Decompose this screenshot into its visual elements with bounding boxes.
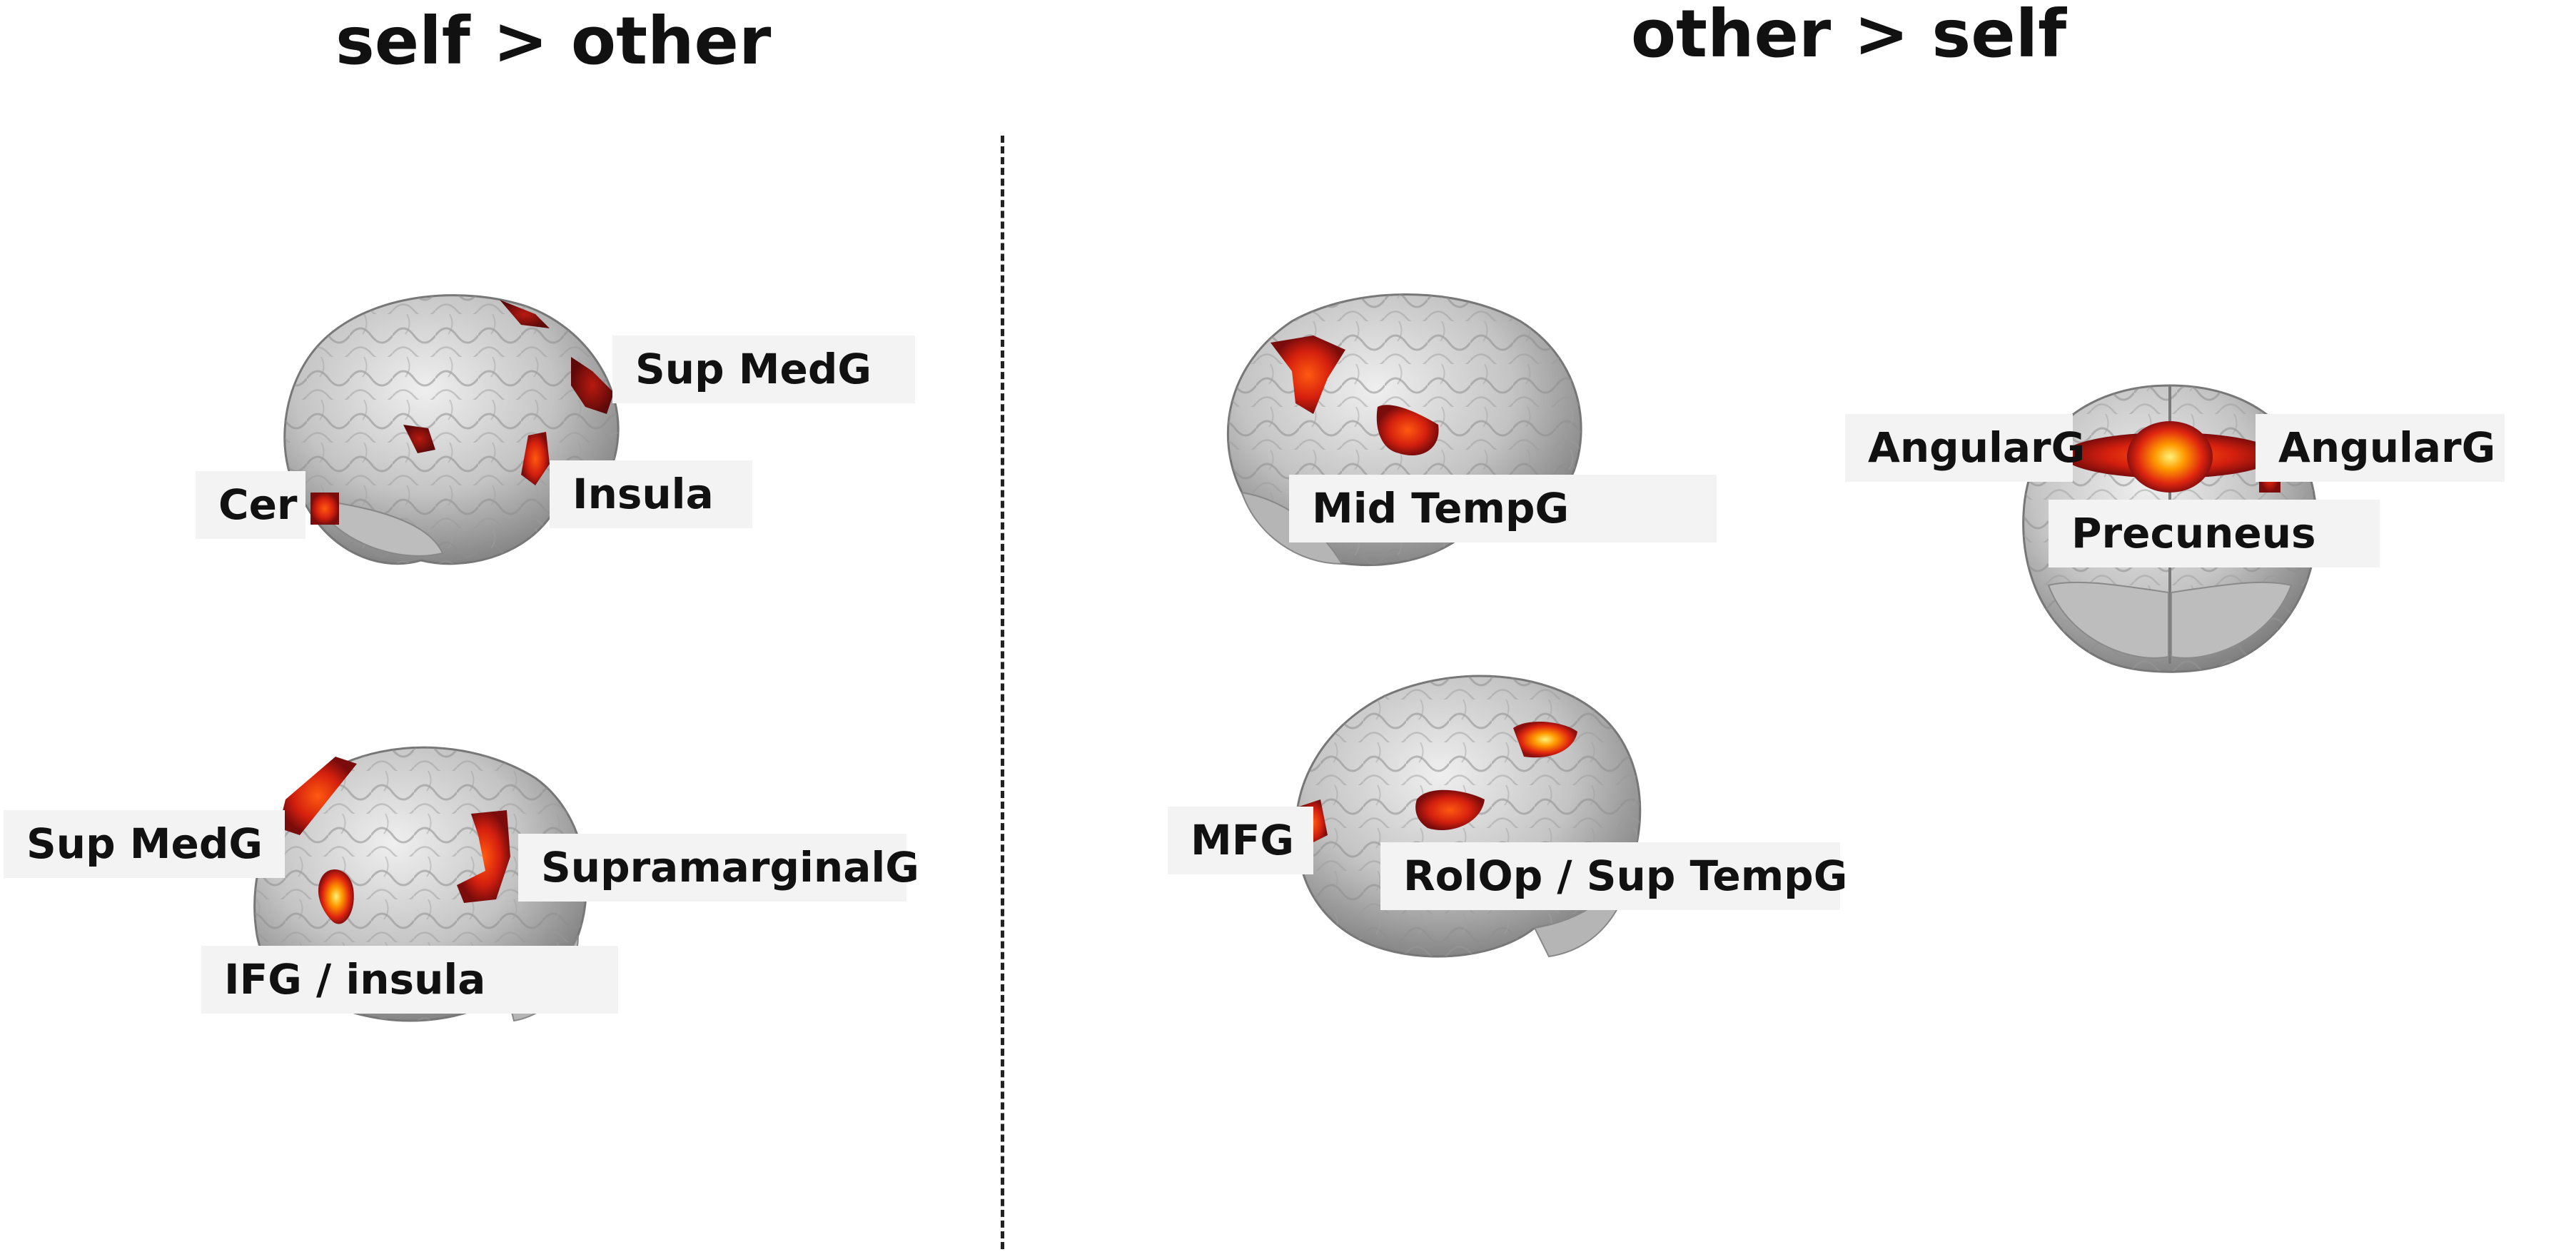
panel-title-other-self: other > self: [1630, 0, 2067, 72]
label-cer: Cer: [196, 471, 305, 539]
label-supramarginalg: SupramarginalG: [518, 834, 919, 902]
label-ifg-insula: IFG / insula: [201, 946, 618, 1014]
label-precuneus: Precuneus: [2049, 500, 2380, 567]
label-angularg-left: AngularG: [1845, 414, 2085, 482]
brain-lateral-left-top: [283, 294, 620, 565]
label-sup-medg-lower: Sup MedG: [4, 810, 285, 878]
label-rolop-sup-tempg: RolOp / Sup TempG: [1380, 842, 1847, 910]
label-sup-medg-upper: Sup MedG: [612, 335, 915, 403]
panel-title-self-other: self > other: [335, 3, 772, 79]
dashed-divider: [1001, 136, 1004, 1249]
label-insula: Insula: [550, 460, 752, 528]
label-angularg-right: AngularG: [2256, 414, 2505, 482]
label-mfg: MFG: [1168, 807, 1313, 874]
label-mid-tempg: Mid TempG: [1289, 475, 1717, 542]
brain-lateral-right-bottom: [1295, 675, 1642, 958]
